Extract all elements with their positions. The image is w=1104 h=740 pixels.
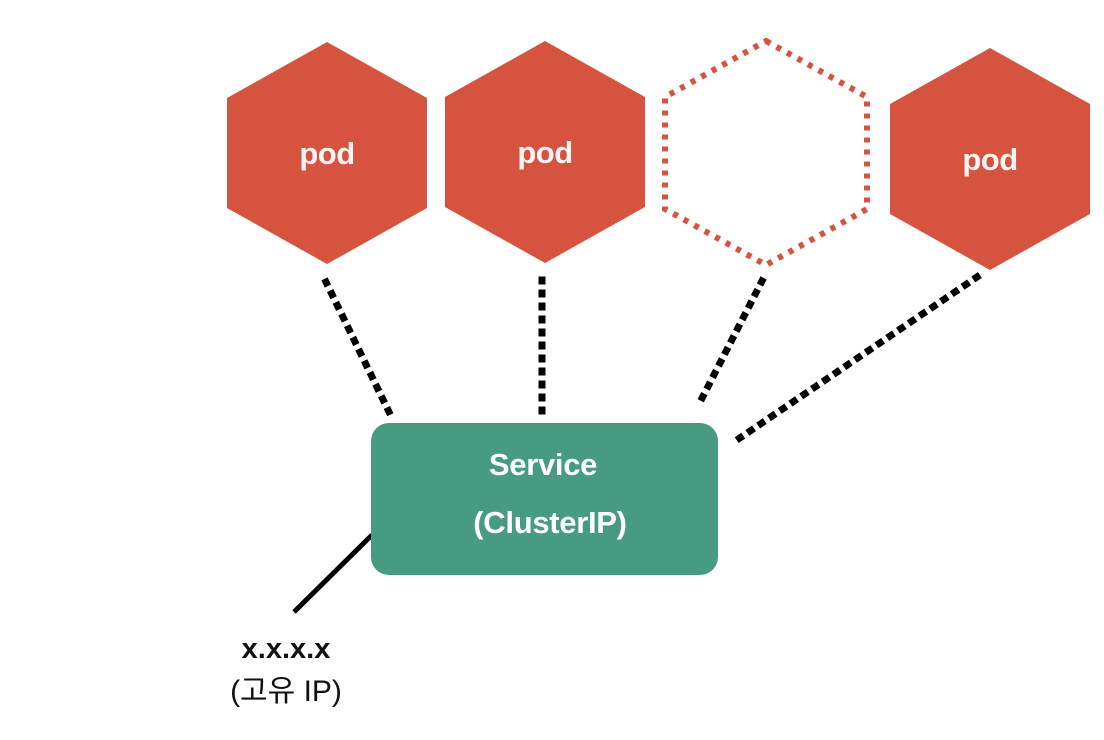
pod-node-1[interactable]: pod (227, 42, 427, 264)
connector-pod4-to-service (726, 272, 982, 449)
hexagon-shape (445, 41, 645, 263)
hexagon-shape-dotted (662, 37, 870, 269)
hexagon-shape (890, 48, 1090, 270)
service-title: Service (489, 447, 597, 482)
connector-pod3-to-service (692, 276, 767, 413)
cluster-ip-annotation: x.x.x.x (고유 IP) (230, 633, 342, 708)
cluster-ip-value: x.x.x.x (242, 633, 331, 665)
cluster-ip-caption: (고유 IP) (230, 675, 342, 708)
hexagon-shape (227, 42, 427, 264)
pod-node-3-terminated[interactable] (662, 37, 870, 269)
pod-label: pod (962, 142, 1017, 177)
pod-label: pod (517, 135, 572, 170)
pod-label: pod (299, 136, 354, 171)
pod-node-2[interactable]: pod (445, 41, 645, 263)
connector-service-to-ip (292, 533, 374, 614)
pod-node-4[interactable]: pod (890, 48, 1090, 270)
connector-group (292, 272, 982, 614)
service-box (371, 423, 718, 575)
connector-pod1-to-service (321, 277, 395, 419)
service-subtitle: (ClusterIP) (473, 505, 626, 540)
service-node[interactable]: Service (ClusterIP) (371, 423, 718, 575)
